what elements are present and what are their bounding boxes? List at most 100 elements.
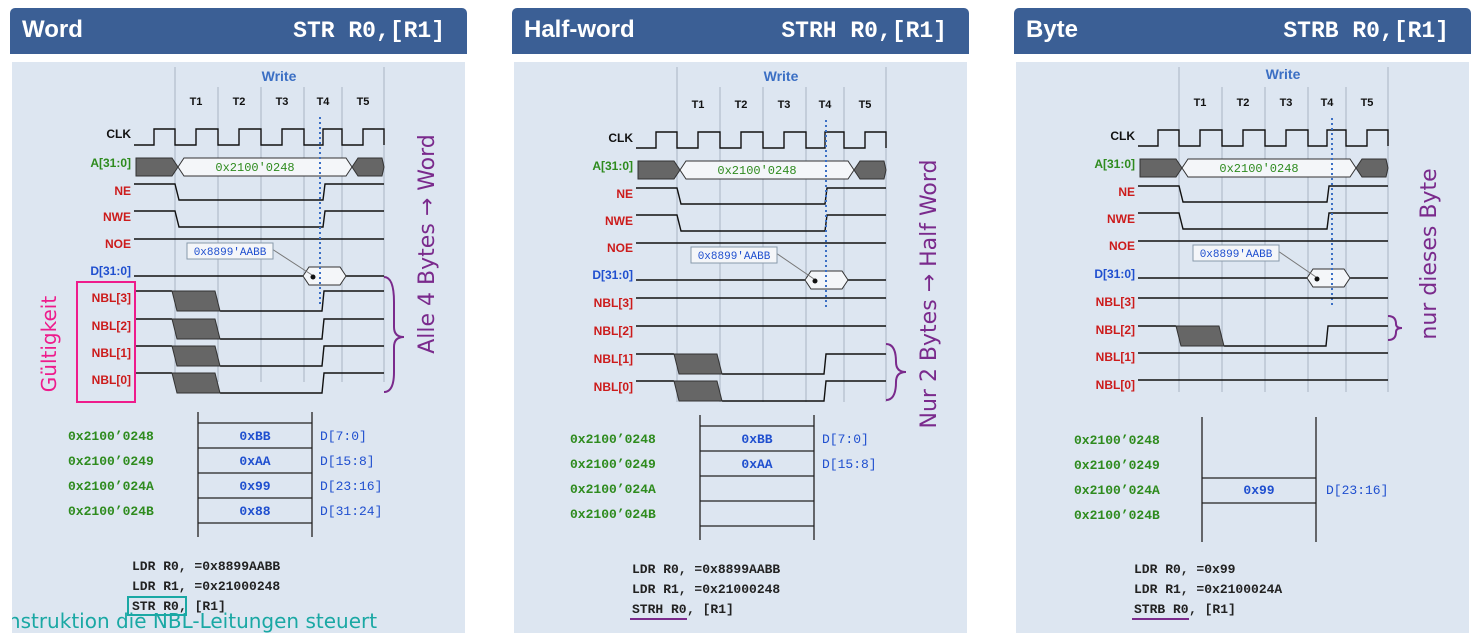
nbl-waveforms	[134, 290, 384, 394]
mem-address: 0x2100’0248	[570, 432, 656, 447]
data-value: 0x8899'AABB	[194, 247, 267, 259]
t-label: T1	[1194, 97, 1207, 109]
brace	[1387, 315, 1403, 341]
code-line: LDR R0, =0x8899AABB	[132, 559, 280, 574]
data-callout-line	[775, 252, 815, 280]
signal-label-ne: NE	[616, 187, 633, 201]
signal-label-ne: NE	[114, 184, 131, 198]
signal-label-nwe: NWE	[1107, 212, 1135, 226]
mem-lane: D[31:24]	[320, 504, 382, 519]
panel-body: Write T1 T2 T3 T4 T5 CLK A[31:0] NE NWE …	[1016, 62, 1469, 633]
mem-lane: D[15:8]	[822, 457, 877, 472]
signal-label-nwe: NWE	[605, 214, 633, 228]
data-callout-line	[1277, 250, 1317, 278]
code-line: LDR R1, =0x21000248	[632, 582, 780, 597]
signal-label-nbl2: NBL[2]	[1096, 323, 1135, 337]
t-label: T3	[1280, 97, 1293, 109]
panel-instruction: STRH R0,[R1]	[781, 18, 947, 44]
panel-half-word: Half-word STRH R0,[R1] Write T1 T2 T3 T4…	[512, 8, 969, 633]
panel-byte: Byte STRB R0,[R1] Write T1 T2 T3 T4 T5 C…	[1014, 8, 1471, 633]
signal-label-nwe: NWE	[103, 210, 131, 224]
mem-value: 0xAA	[239, 454, 270, 469]
ne-waveform	[1138, 185, 1388, 203]
panel-header: Byte STRB R0,[R1]	[1014, 8, 1471, 54]
signal-label-addr: A[31:0]	[1094, 157, 1135, 171]
timing-diagram: Write T1 T2 T3 T4 T5 CLK A[31:0] NE NWE …	[12, 67, 440, 633]
signal-label-data: D[31:0]	[90, 264, 131, 278]
signal-label-nbl2: NBL[2]	[92, 319, 131, 333]
mem-lane: D[23:16]	[320, 479, 382, 494]
validity-box	[76, 281, 136, 403]
signal-label-clk: CLK	[608, 131, 633, 145]
data-value: 0x8899'AABB	[698, 251, 771, 263]
mem-address: 0x2100’024A	[570, 482, 656, 497]
t-label: T5	[357, 96, 370, 108]
signal-label-nbl1: NBL[1]	[594, 352, 633, 366]
nbl-active-shapes	[673, 353, 723, 402]
addr-idle-left	[1139, 158, 1183, 178]
mem-value: 0xAA	[741, 457, 772, 472]
code-line-rest: , [R1]	[687, 602, 734, 617]
signal-label-data: D[31:0]	[592, 268, 633, 282]
t-label: T2	[233, 96, 246, 108]
signal-label-clk: CLK	[1110, 129, 1135, 143]
memory-table	[1201, 417, 1317, 542]
data-callout-box	[1192, 244, 1280, 262]
code-line-rest: , [R1]	[179, 599, 226, 614]
memory-table	[197, 412, 313, 537]
mem-address: 0x2100’0249	[1074, 458, 1160, 473]
brace	[383, 276, 405, 393]
data-sample-dot	[812, 278, 818, 284]
code-line-op: STRB R0	[1134, 602, 1189, 617]
write-label: Write	[262, 68, 297, 84]
addr-value: 0x2100'0248	[717, 164, 796, 178]
memory-table	[699, 415, 815, 540]
mem-lane: D[23:16]	[1326, 483, 1388, 498]
data-valid	[302, 266, 347, 286]
mem-address: 0x2100’0248	[1074, 433, 1160, 448]
write-label: Write	[764, 68, 799, 84]
t-label: T1	[692, 99, 705, 111]
ne-waveform	[636, 187, 886, 205]
addr-idle-left	[135, 157, 179, 177]
data-sample-dot	[1314, 276, 1320, 282]
data-callout-line	[271, 248, 313, 276]
panel-body: Write T1 T2 T3 T4 T5 CLK A[31:0] NE NWE …	[12, 62, 465, 633]
code-line: LDR R1, =0x21000248	[132, 579, 280, 594]
write-label: Write	[1266, 66, 1301, 82]
signal-label-nbl1: NBL[1]	[1096, 350, 1135, 364]
mem-address: 0x2100’024A	[68, 479, 154, 494]
signal-label-data: D[31:0]	[1094, 267, 1135, 281]
timing-diagram: Write T1 T2 T3 T4 T5 CLK A[31:0] NE NWE …	[570, 67, 942, 620]
code-line: LDR R1, =0x2100024A	[1134, 582, 1282, 597]
signal-label-nbl3: NBL[3]	[1096, 295, 1135, 309]
data-callout-box	[186, 242, 274, 260]
addr-idle-right	[853, 160, 887, 180]
mem-lane: D[7:0]	[320, 429, 367, 444]
mem-address: 0x2100’024B	[68, 504, 154, 519]
mem-value: 0x99	[1243, 483, 1274, 498]
t-label: T2	[735, 99, 748, 111]
addr-value: 0x2100'0248	[1219, 162, 1298, 176]
signal-label-nbl0: NBL[0]	[92, 373, 131, 387]
mem-address: 0x2100’024B	[570, 507, 656, 522]
addr-idle-right	[1355, 158, 1389, 178]
nbl-waveforms	[1138, 297, 1388, 381]
code-line-op: STRH R0	[632, 602, 687, 617]
mem-address: 0x2100’024B	[1074, 508, 1160, 523]
code-line: LDR R0, =0x99	[1134, 562, 1236, 577]
data-valid	[1306, 268, 1351, 288]
signal-label-nbl1: NBL[1]	[92, 346, 131, 360]
mem-value: 0x88	[239, 504, 270, 519]
timing-diagram: Write T1 T2 T3 T4 T5 CLK A[31:0] NE NWE …	[1074, 66, 1442, 620]
panel-title: Word	[22, 16, 83, 43]
panel-header: Half-word STRH R0,[R1]	[512, 8, 969, 54]
mem-value: 0xBB	[741, 432, 772, 447]
nbl-active-shapes	[1175, 325, 1225, 347]
t-label: T5	[1361, 97, 1374, 109]
note-vertical: nur dieses Byte	[1417, 168, 1442, 339]
code-line-rest: , [R1]	[1189, 602, 1236, 617]
signal-label-ne: NE	[1118, 185, 1135, 199]
t-label: T1	[190, 96, 203, 108]
panel-header: Word STR R0,[R1]	[10, 8, 467, 54]
